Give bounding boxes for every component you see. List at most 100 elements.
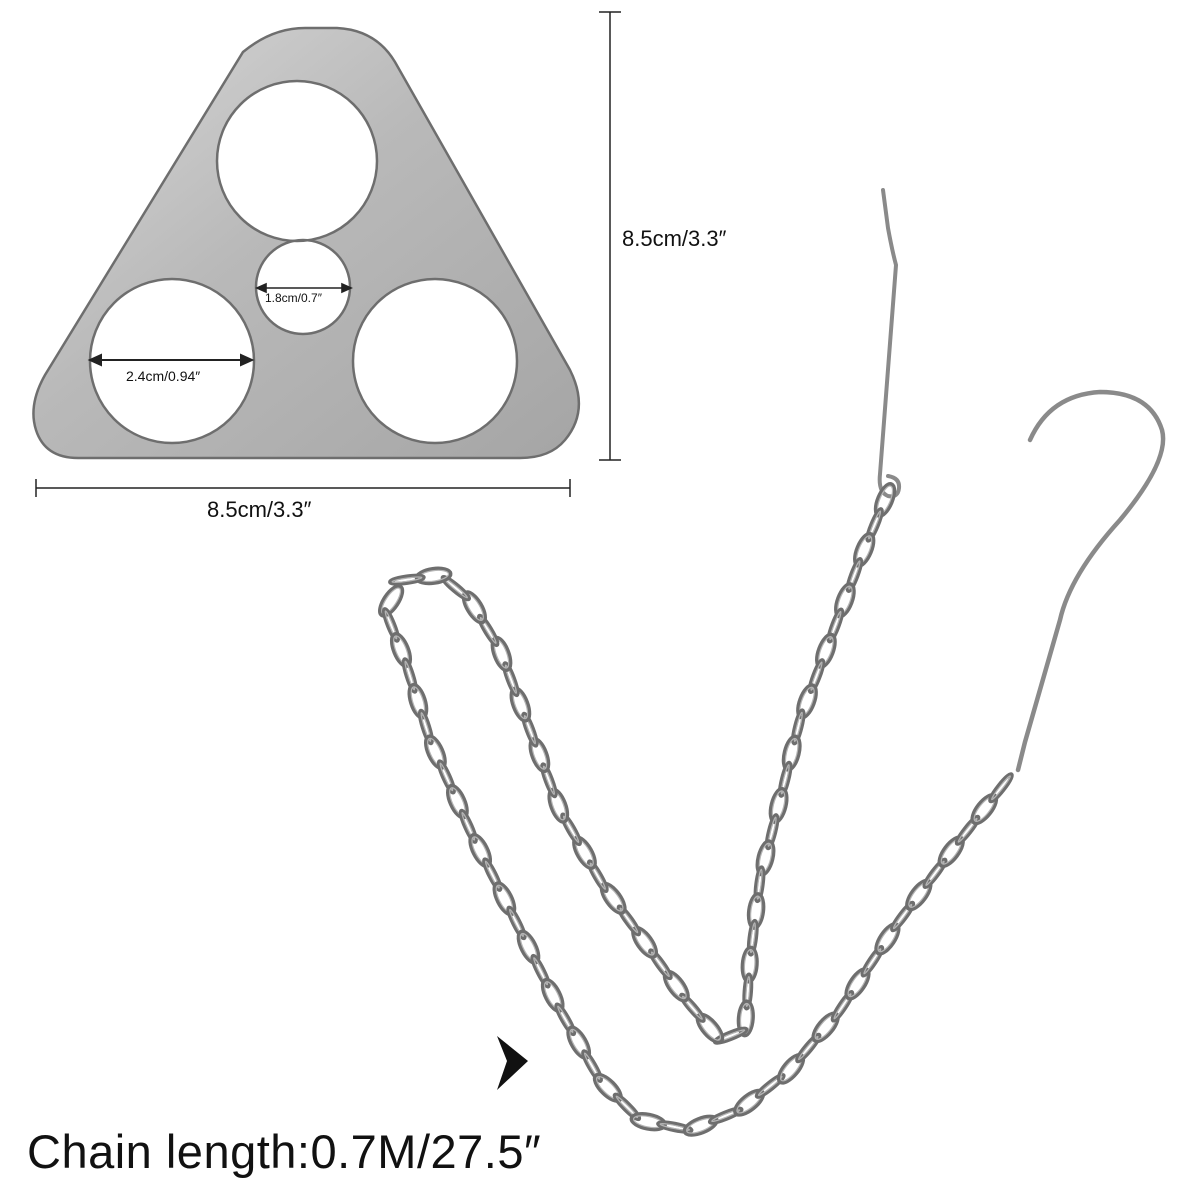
chain-link-highlight [780, 764, 790, 795]
chain-link [873, 482, 897, 518]
chain-link-highlight [479, 616, 497, 644]
chain-link-highlight [793, 711, 803, 743]
chain-link-highlight [427, 737, 444, 767]
chain-link-highlight [698, 1015, 722, 1041]
chain-link [477, 613, 500, 648]
chain-link-highlight [575, 838, 594, 867]
chain-link-highlight [512, 689, 529, 720]
chain-link [796, 683, 818, 720]
chain-link [844, 967, 871, 1001]
chain-icon [378, 482, 1014, 1137]
chain-link [682, 1114, 719, 1137]
chain-link [382, 607, 400, 643]
chain-link [612, 1092, 642, 1122]
chain-link-highlight [756, 868, 763, 900]
chain-link [740, 945, 759, 984]
chain-link [746, 892, 766, 930]
chain-link-highlight [495, 884, 514, 914]
plate-height-label: 8.5cm/3.3″ [622, 226, 727, 251]
chain-link-highlight [391, 576, 423, 583]
chain-link-highlight [829, 610, 842, 641]
chain-link-highlight [818, 636, 834, 666]
chain-link-highlight [771, 790, 786, 821]
chain-link-highlight [743, 949, 756, 981]
small-hook-icon [877, 188, 902, 499]
chain-link-highlight [615, 1095, 639, 1119]
chain-link-highlight [531, 740, 548, 770]
chain-link [695, 1012, 725, 1044]
chain-link-highlight [780, 1056, 802, 1082]
hook-icon [1015, 389, 1166, 773]
chain-link-highlight [925, 860, 945, 886]
chain-link-highlight [991, 775, 1011, 801]
chain-link-highlight [681, 995, 703, 1020]
chain-link [937, 835, 965, 868]
chain-link-highlight [449, 787, 466, 817]
chain-link [954, 814, 981, 846]
chain-link [811, 1011, 840, 1044]
chain-link [754, 1072, 786, 1099]
chain-link-highlight [634, 929, 655, 956]
chain-link-highlight [847, 970, 868, 998]
chain-link-highlight [810, 661, 823, 691]
chain-link [781, 734, 802, 772]
chain-link [970, 793, 999, 826]
width-dimension-line [35, 479, 571, 497]
chain-link-highlight [439, 762, 454, 792]
chain-link-highlight [418, 569, 450, 583]
chain-link [988, 772, 1014, 804]
chain-link-highlight [659, 1123, 691, 1131]
chain-link-highlight [404, 660, 416, 691]
chain-link [778, 760, 793, 798]
chain-length-label: Chain length:0.7M/27.5″ [27, 1125, 542, 1178]
chain-link-highlight [833, 993, 852, 1020]
chain-link-highlight [736, 1091, 762, 1114]
chain-link [922, 857, 948, 890]
chain-link [417, 708, 434, 746]
chain-link [554, 1002, 577, 1037]
chain-link [502, 661, 520, 698]
chain-link-highlight [757, 1075, 783, 1096]
chain-link [815, 632, 837, 669]
chain-link-highlight [892, 903, 913, 930]
chain-link-highlight [550, 790, 567, 821]
chain-link-highlight [533, 957, 549, 986]
chain-link-highlight [619, 907, 639, 934]
chain-link-highlight [461, 811, 476, 841]
chain-link-highlight [856, 535, 873, 565]
chain-link-highlight [650, 951, 670, 978]
pointer-arrow-icon [497, 1036, 528, 1090]
chain-link [768, 786, 789, 825]
chain-link [662, 969, 690, 1003]
chain-link [791, 708, 806, 746]
chain-link [616, 904, 642, 937]
chain-link [648, 948, 673, 981]
chain-link [521, 711, 539, 748]
chain-link [830, 990, 855, 1023]
chain-link-highlight [908, 881, 930, 908]
plate-width-label: 8.5cm/3.3″ [207, 497, 312, 522]
chain-link [540, 977, 565, 1013]
chain-link [826, 607, 845, 644]
chain-link [764, 813, 780, 851]
small-hole-label: 1.8cm/0.7″ [265, 291, 322, 305]
triangle-plate-icon [32, 26, 581, 460]
chain-link [679, 992, 706, 1023]
chain-link-highlight [420, 712, 432, 742]
large-hole-label: 2.4cm/0.94″ [126, 368, 201, 384]
chain-link [753, 865, 766, 904]
chain-link [566, 1025, 592, 1060]
chain-link [445, 783, 469, 820]
chain-link [458, 808, 478, 844]
chain-link-highlight [484, 860, 500, 889]
chain-link [581, 1049, 603, 1083]
chain-link [440, 574, 472, 602]
chain-link-highlight [471, 836, 489, 865]
chain-link-highlight [837, 585, 853, 616]
chain-link-highlight [848, 560, 861, 590]
chain-link [540, 762, 558, 799]
chain-link [401, 657, 418, 694]
chain-link [407, 682, 429, 720]
chain-link-highlight [973, 796, 996, 822]
chain-link-highlight [863, 948, 882, 975]
